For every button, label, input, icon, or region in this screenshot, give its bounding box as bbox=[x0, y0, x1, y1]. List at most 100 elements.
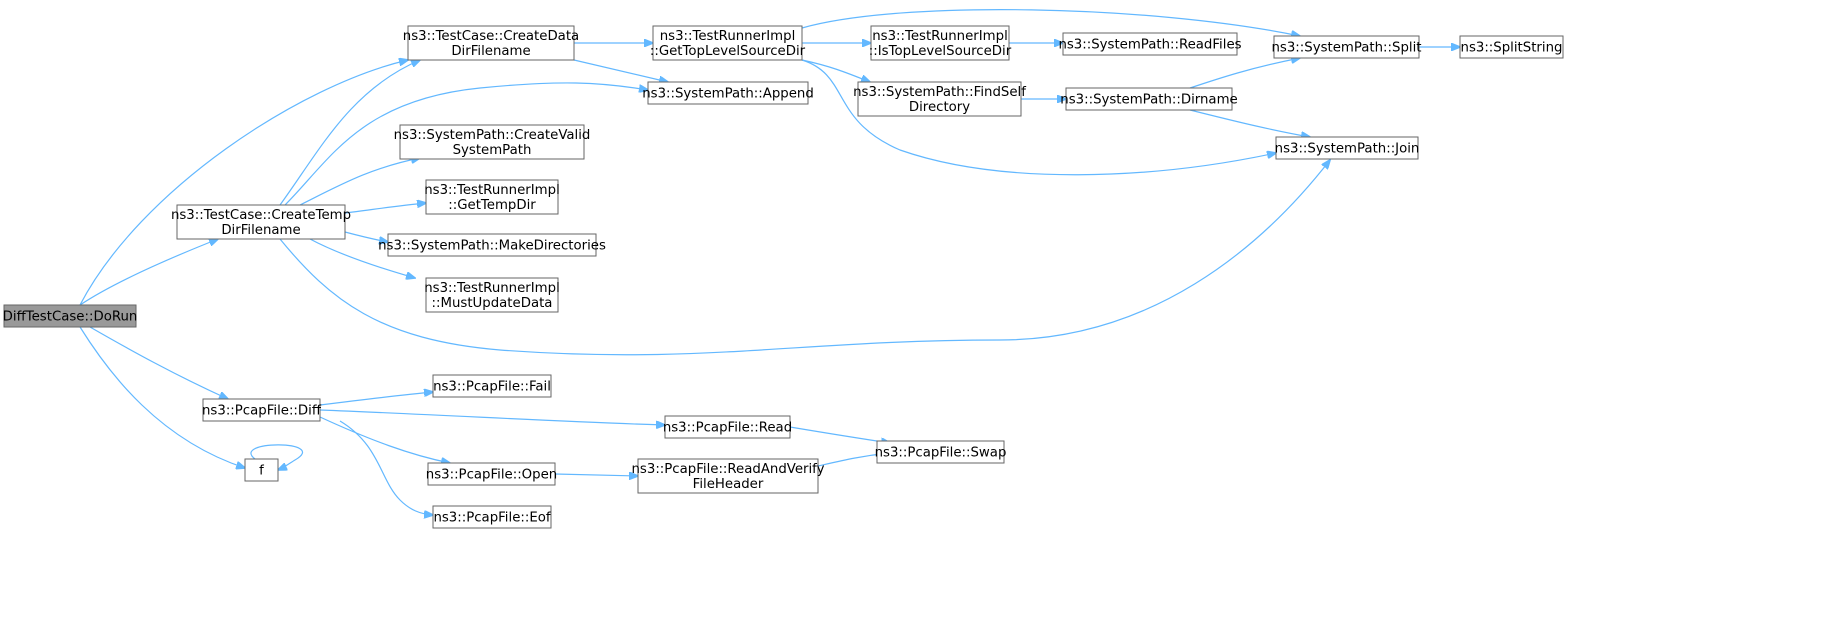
node-label: ns3::SystemPath::Dirname bbox=[1060, 93, 1237, 108]
node-box bbox=[1062, 32, 1238, 56]
edge-doRun-to-pcapDiff bbox=[89, 326, 228, 399]
node-doRun[interactable]: DiffTestCase::DoRun bbox=[3, 304, 138, 328]
edge-doRun-to-f bbox=[79, 326, 245, 468]
node-label: ns3::SystemPath::FindSelf bbox=[853, 85, 1026, 100]
node-box bbox=[1273, 35, 1420, 59]
edge-getTopLevel-to-split bbox=[801, 9, 1300, 36]
node-box bbox=[176, 204, 346, 240]
node-label: ns3::PcapFile::Eof bbox=[433, 511, 550, 526]
node-isTopLevel[interactable]: ns3::TestRunnerImpl::IsTopLevelSourceDir bbox=[869, 25, 1012, 61]
node-box bbox=[3, 304, 137, 328]
nodes-layer: DiffTestCase::DoRun ns3::TestCase::Create… bbox=[3, 25, 1564, 529]
node-readFiles[interactable]: ns3::SystemPath::ReadFiles bbox=[1058, 32, 1242, 56]
node-label: ns3::PcapFile::Diff bbox=[202, 404, 322, 419]
node-makeDirs[interactable]: ns3::SystemPath::MakeDirectories bbox=[378, 233, 606, 257]
node-box bbox=[1459, 35, 1564, 59]
edge-createTemp-to-createValid bbox=[299, 158, 420, 206]
node-getTempDir[interactable]: ns3::TestRunnerImpl::GetTempDir bbox=[424, 179, 560, 215]
node-box bbox=[1065, 87, 1233, 111]
node-label: Directory bbox=[909, 100, 970, 115]
node-box bbox=[857, 81, 1022, 117]
node-open[interactable]: ns3::PcapFile::Open bbox=[426, 462, 557, 486]
node-label: DirFilename bbox=[451, 44, 530, 59]
edges-layer bbox=[79, 9, 1460, 515]
node-mustUpdate[interactable]: ns3::TestRunnerImpl::MustUpdateData bbox=[424, 277, 560, 313]
edge-createTemp-to-getTempDir bbox=[344, 203, 426, 214]
node-label: SystemPath bbox=[453, 143, 532, 158]
edge-pcapDiff-to-eof bbox=[339, 420, 433, 515]
node-label: ::IsTopLevelSourceDir bbox=[869, 44, 1012, 59]
edge-getTopLevel-to-join bbox=[801, 59, 1276, 176]
node-label: ns3::PcapFile::Read bbox=[663, 421, 792, 436]
node-label: ns3::SystemPath::Split bbox=[1271, 41, 1421, 56]
edge-doRun-to-createTemp bbox=[79, 239, 218, 306]
node-box bbox=[387, 233, 597, 257]
node-label: ns3::PcapFile::Fail bbox=[433, 380, 551, 395]
node-label: ns3::SystemPath::Append bbox=[642, 87, 814, 102]
node-box bbox=[425, 179, 559, 215]
edge-createTemp-to-append bbox=[284, 82, 648, 206]
node-label: ::MustUpdateData bbox=[432, 296, 553, 311]
node-f[interactable]: f bbox=[244, 458, 279, 482]
node-read[interactable]: ns3::PcapFile::Read bbox=[663, 415, 792, 439]
node-box bbox=[425, 277, 559, 313]
node-box bbox=[652, 25, 803, 61]
edge-createTemp-to-join bbox=[279, 160, 1330, 356]
node-join[interactable]: ns3::SystemPath::Join bbox=[1275, 136, 1420, 160]
node-label: ns3::SystemPath::ReadFiles bbox=[1058, 38, 1241, 53]
node-label: ns3::SystemPath::MakeDirectories bbox=[378, 239, 606, 254]
edge-getTopLevel-to-findSelf bbox=[801, 59, 870, 82]
edge-dirname-to-split bbox=[1189, 58, 1300, 89]
node-label: ns3::TestRunnerImpl bbox=[424, 183, 560, 198]
node-label: ::GetTempDir bbox=[448, 198, 536, 213]
node-box bbox=[432, 374, 552, 398]
edge-createTemp-to-makeDirs bbox=[344, 231, 388, 242]
node-label: ns3::TestRunnerImpl bbox=[872, 29, 1008, 44]
node-box bbox=[647, 81, 809, 105]
edge-pcapDiff-to-fail bbox=[319, 392, 433, 406]
node-label: ns3::TestRunnerImpl bbox=[660, 29, 796, 44]
node-split[interactable]: ns3::SystemPath::Split bbox=[1271, 35, 1422, 59]
edge-dirname-to-join bbox=[1189, 109, 1310, 137]
node-box bbox=[407, 25, 575, 61]
node-fail[interactable]: ns3::PcapFile::Fail bbox=[432, 374, 552, 398]
node-label: ns3::TestCase::CreateData bbox=[403, 29, 579, 44]
node-box bbox=[202, 398, 321, 422]
node-box bbox=[244, 458, 279, 482]
edge-createTemp-to-mustUpdate bbox=[309, 238, 415, 278]
node-eof[interactable]: ns3::PcapFile::Eof bbox=[432, 505, 552, 529]
node-label: ns3::PcapFile::Open bbox=[426, 468, 557, 483]
node-swap[interactable]: ns3::PcapFile::Swap bbox=[875, 440, 1007, 464]
node-box bbox=[876, 440, 1005, 464]
node-label: DirFilename bbox=[221, 223, 300, 238]
node-dirname[interactable]: ns3::SystemPath::Dirname bbox=[1060, 87, 1238, 111]
node-label: DiffTestCase::DoRun bbox=[3, 310, 138, 325]
node-getTopLevel[interactable]: ns3::TestRunnerImpl::GetTopLevelSourceDi… bbox=[650, 25, 806, 61]
node-splitString[interactable]: ns3::SplitString bbox=[1459, 35, 1564, 59]
edge-pcapDiff-to-open bbox=[319, 416, 450, 463]
node-label: ns3::PcapFile::Swap bbox=[875, 446, 1007, 461]
edge-open-to-readAndVerify bbox=[554, 474, 638, 476]
node-append[interactable]: ns3::SystemPath::Append bbox=[642, 81, 814, 105]
edge-read-to-swap bbox=[789, 426, 890, 443]
edge-f-to-f bbox=[250, 444, 304, 470]
node-label: FileHeader bbox=[693, 477, 764, 492]
node-box bbox=[427, 462, 556, 486]
node-box bbox=[432, 505, 552, 529]
node-box bbox=[637, 458, 819, 494]
node-label: ::GetTopLevelSourceDir bbox=[650, 44, 806, 59]
node-box bbox=[1275, 136, 1419, 160]
node-label: ns3::TestRunnerImpl bbox=[424, 281, 560, 296]
node-box bbox=[399, 124, 585, 160]
node-pcapDiff[interactable]: ns3::PcapFile::Diff bbox=[202, 398, 322, 422]
node-box bbox=[664, 415, 791, 439]
node-label: ns3::SplitString bbox=[1461, 41, 1563, 56]
edge-pcapDiff-to-read bbox=[319, 409, 665, 425]
node-box bbox=[870, 25, 1010, 61]
